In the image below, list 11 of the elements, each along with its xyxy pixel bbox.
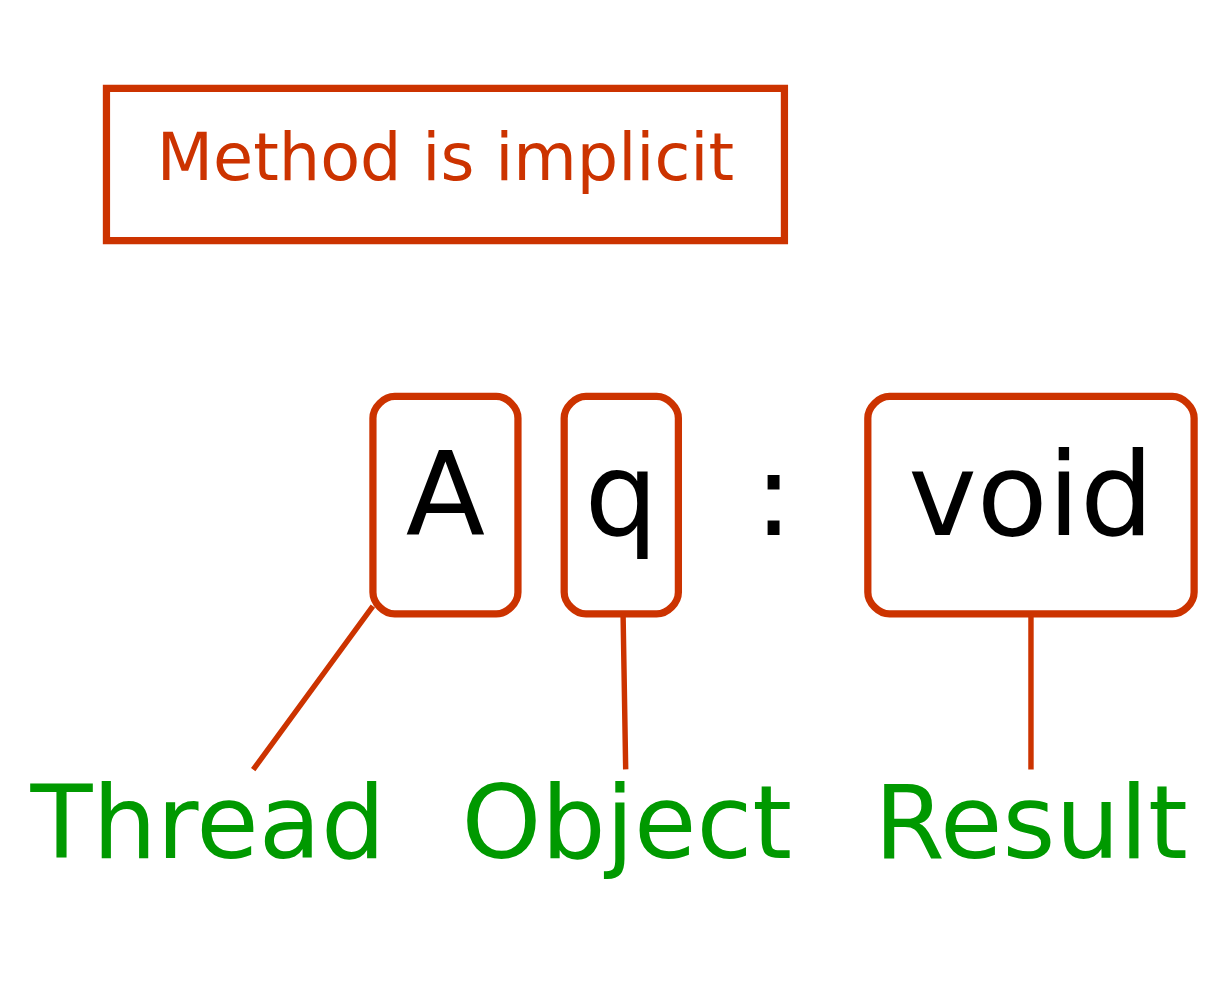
node-box: Method is implicit	[102, 84, 789, 245]
label: :	[754, 426, 794, 562]
connector	[620, 614, 629, 770]
connector	[251, 604, 376, 772]
node-box: void	[864, 392, 1198, 618]
node-text: Result	[874, 764, 1188, 883]
node-text: Object	[461, 764, 793, 883]
connector	[1028, 614, 1034, 770]
node-text: Thread	[30, 764, 386, 883]
node-box: A	[369, 392, 522, 618]
node-box: q	[560, 392, 682, 618]
